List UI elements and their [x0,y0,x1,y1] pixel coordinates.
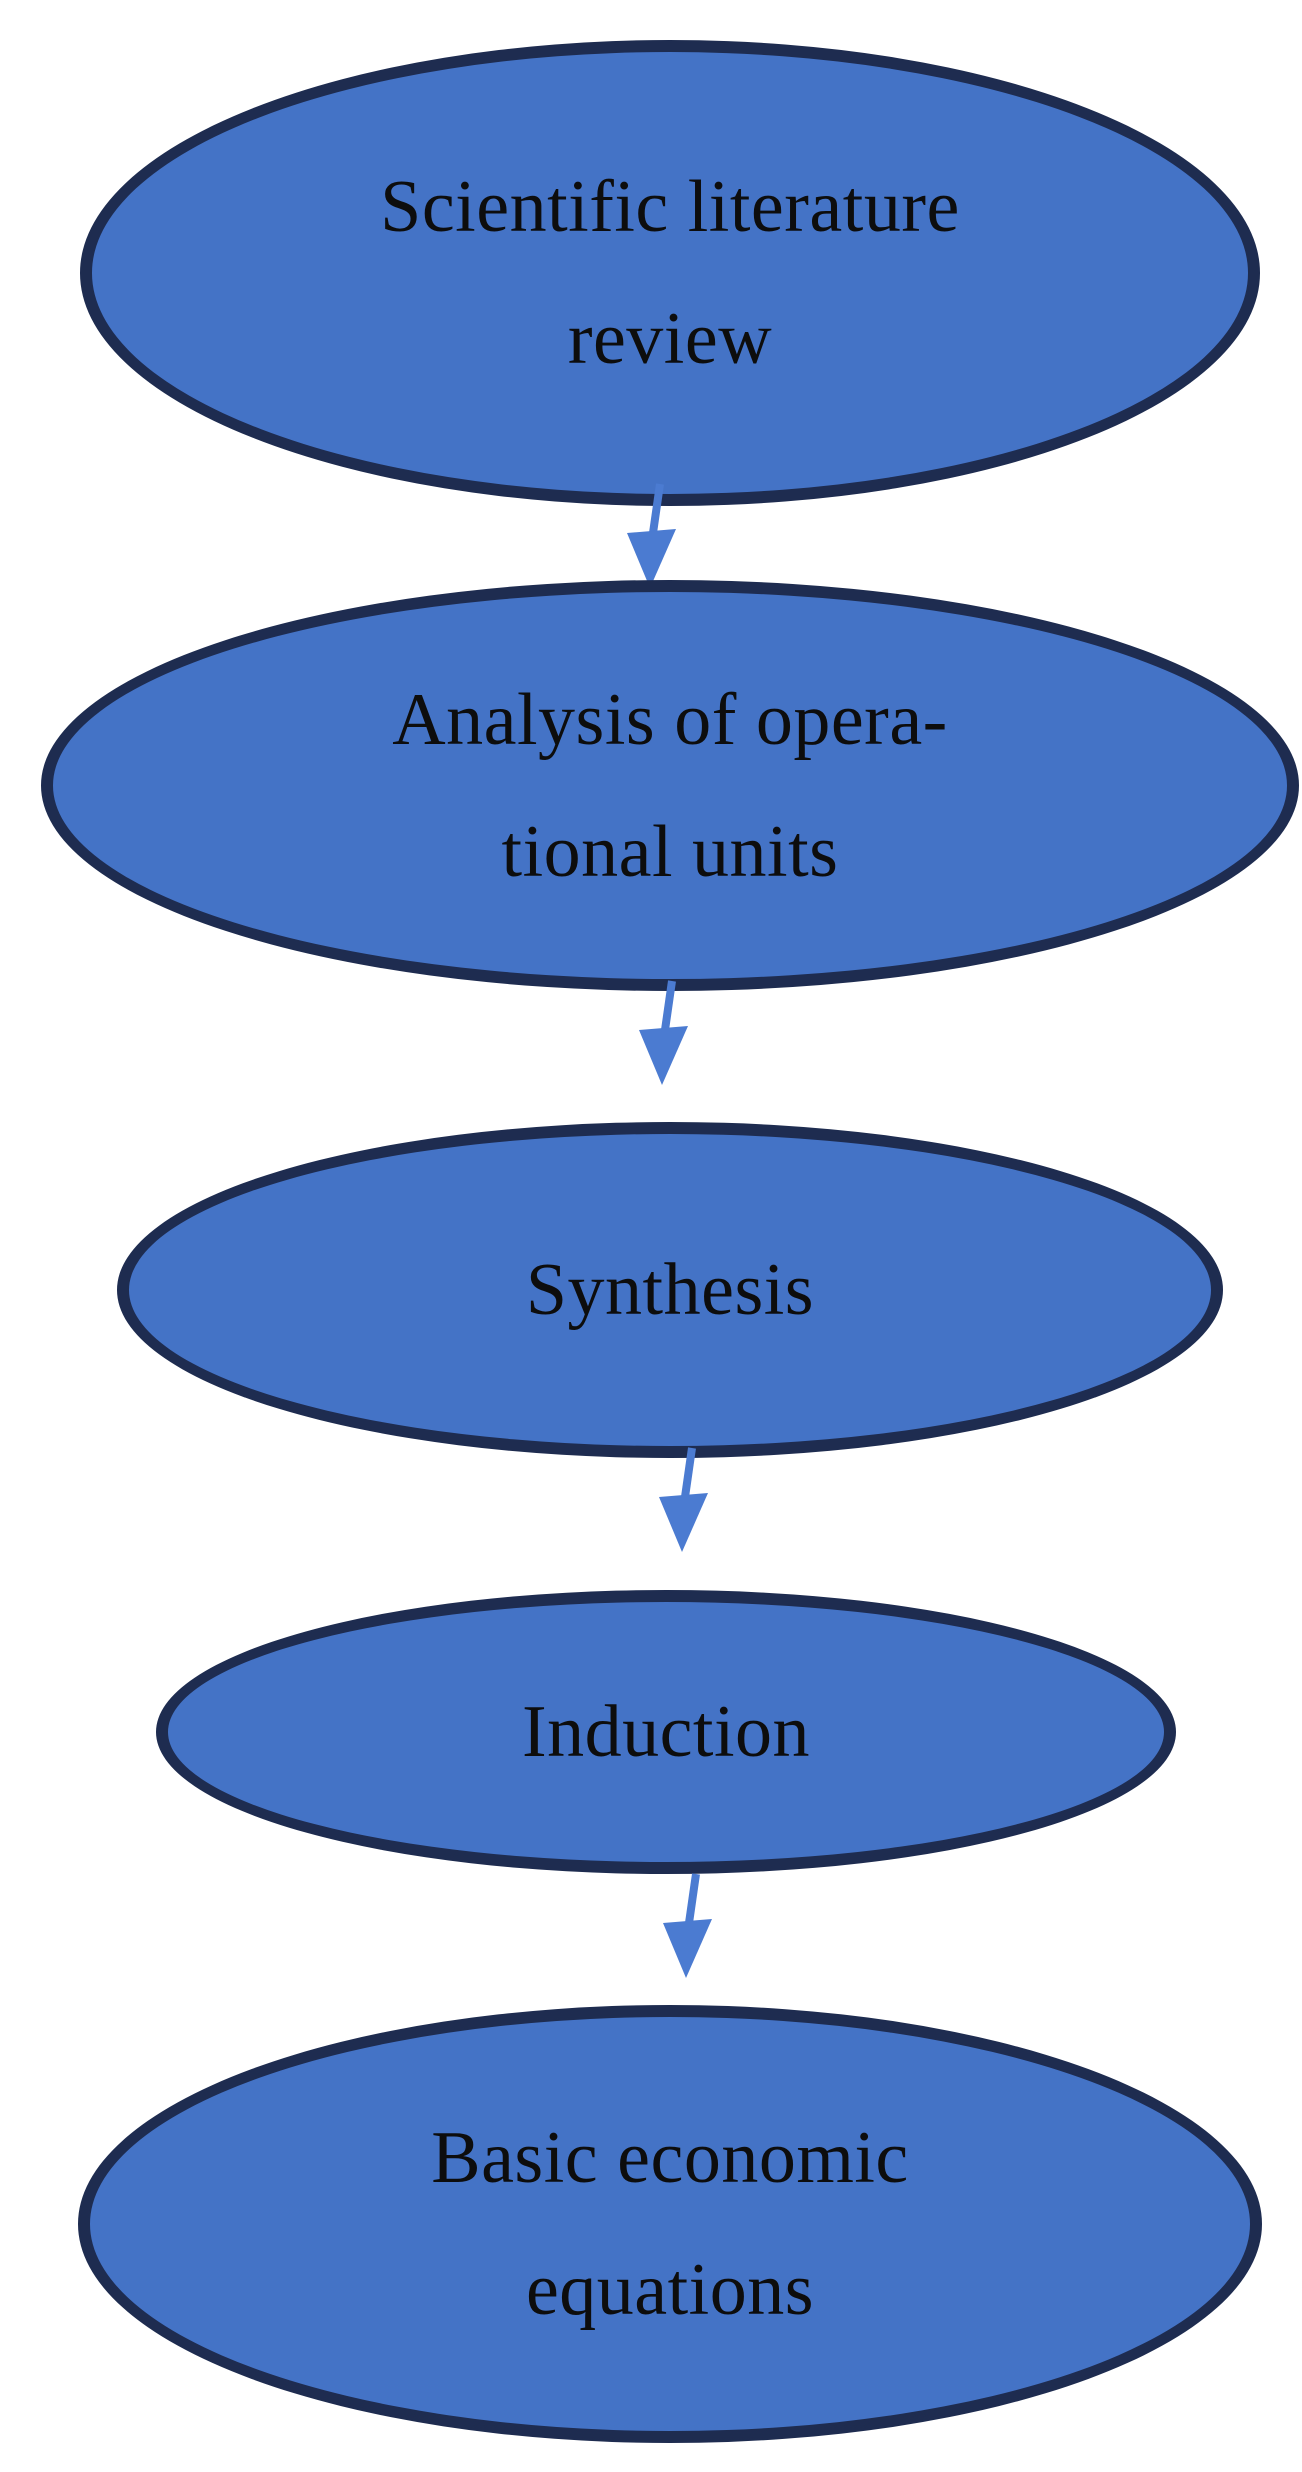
node-label: Scientific literature review [380,141,960,405]
flow-arrow-4-down-icon [663,1873,712,1978]
flow-arrow-1-down-icon [627,483,676,588]
node-label-line: Synthesis [525,1249,815,1331]
node-label: Induction [522,1666,810,1798]
flow-arrow-3-down-icon [659,1447,708,1552]
flow-node-basic-economic-equations: Basic economic equations [78,2005,1262,2443]
flow-node-analysis-of-operational-units: Analysis of opera- tional units [41,580,1299,991]
node-label-line: review [567,298,773,380]
node-label-line: equations [525,2249,815,2331]
flow-node-synthesis: Synthesis [117,1122,1223,1458]
flow-node-induction: Induction [156,1590,1176,1874]
node-label: Analysis of opera- tional units [392,654,948,918]
node-label: Basic economic equations [431,2092,909,2356]
flow-arrow-2-down-icon [639,980,688,1085]
node-label-line: Induction [521,1691,811,1773]
node-label-line: Scientific literature [380,166,960,248]
node-label-line: tional units [501,810,839,893]
flow-node-scientific-literature-review: Scientific literature review [80,40,1260,506]
node-label: Synthesis [526,1224,814,1356]
node-label-line: Analysis of opera- [392,678,948,761]
node-label-line: Basic economic [431,2117,909,2199]
